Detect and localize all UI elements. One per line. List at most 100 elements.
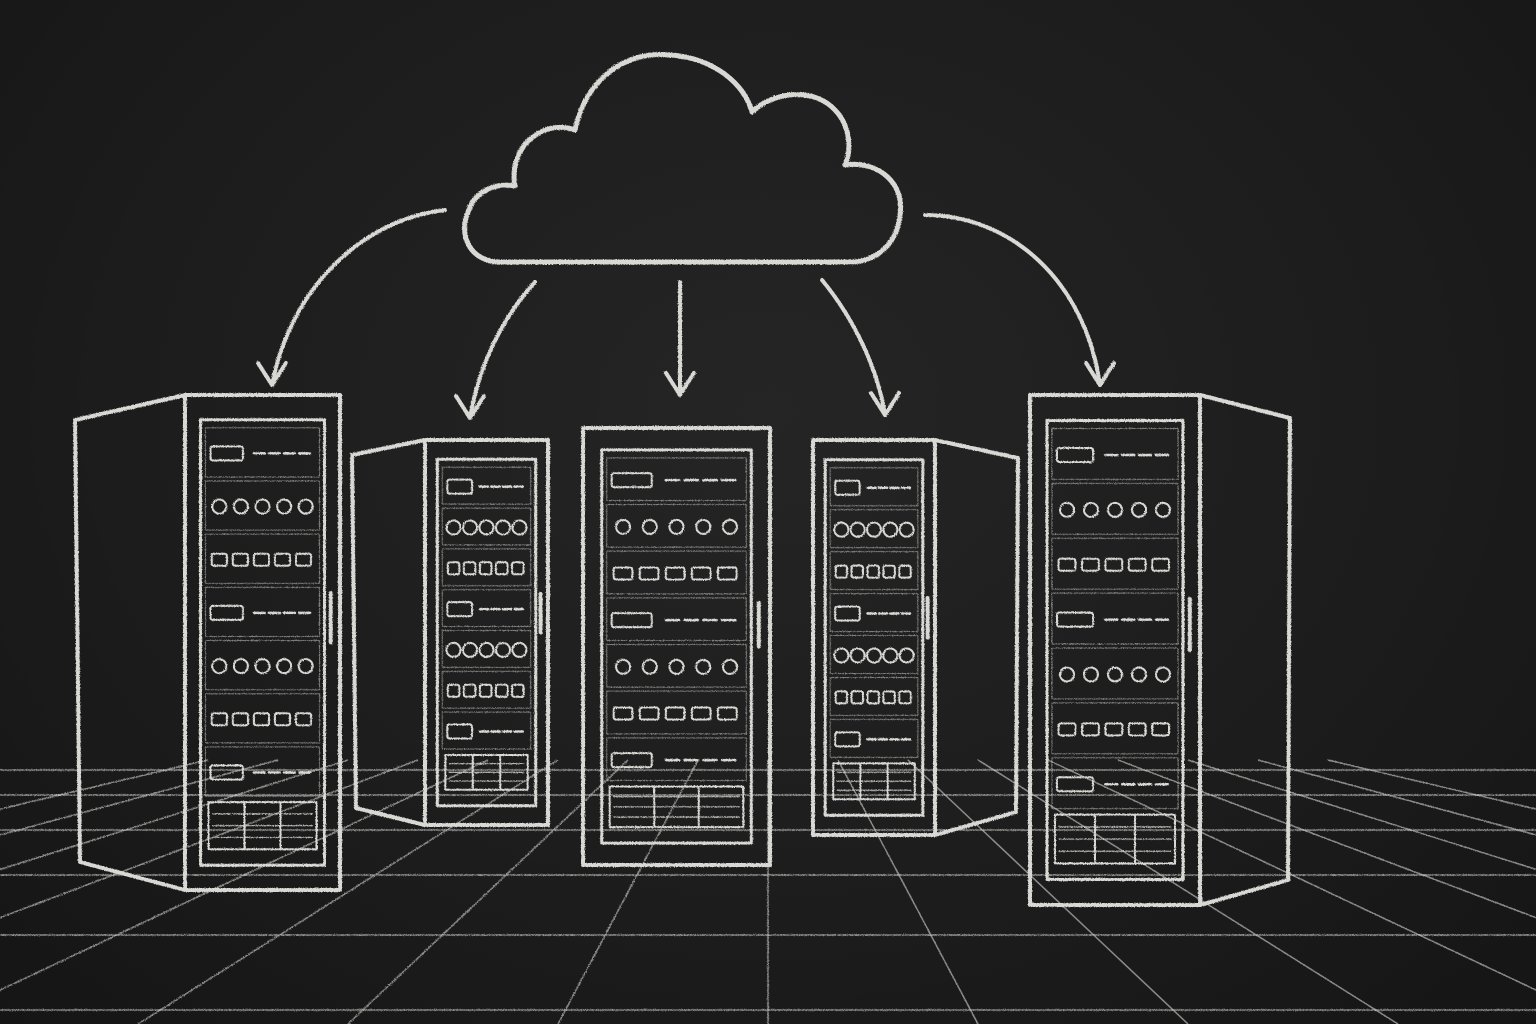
server-led xyxy=(211,498,228,515)
server-led xyxy=(866,521,882,538)
server-port xyxy=(273,552,292,567)
drive-bay xyxy=(444,753,529,791)
floor-line xyxy=(1187,759,1536,871)
server-led xyxy=(478,519,495,536)
server-port xyxy=(446,683,461,698)
drive-bay xyxy=(608,785,745,829)
server-racks xyxy=(73,393,1292,907)
server-port xyxy=(850,690,864,705)
floor-line xyxy=(1327,759,1536,810)
server-led xyxy=(462,519,479,536)
server-rack-icon xyxy=(811,438,1020,837)
server-unit xyxy=(205,693,320,744)
server-unit xyxy=(829,467,919,507)
server-led xyxy=(478,641,495,658)
rack-front xyxy=(1028,393,1202,907)
server-port xyxy=(294,712,313,727)
server-led xyxy=(1155,666,1171,683)
arrow-down-icon xyxy=(820,278,901,417)
server-port xyxy=(462,561,477,576)
server-led xyxy=(1107,501,1123,518)
server-panel xyxy=(1056,611,1094,628)
server-port xyxy=(252,552,270,567)
server-led xyxy=(462,641,479,658)
server-unit xyxy=(441,670,532,709)
server-port xyxy=(690,706,712,721)
server-unit xyxy=(829,551,919,591)
server-led xyxy=(276,658,293,675)
server-panel xyxy=(1056,776,1094,793)
floor-line xyxy=(1117,759,1536,919)
server-led xyxy=(695,518,712,535)
rack-door xyxy=(199,418,326,867)
server-unit xyxy=(1051,647,1179,700)
server-unit xyxy=(205,480,320,531)
server-port xyxy=(882,690,896,705)
server-port xyxy=(478,683,493,698)
server-port xyxy=(494,561,509,576)
server-port xyxy=(1127,557,1147,572)
rack-side xyxy=(1198,393,1292,907)
server-rack-icon xyxy=(581,426,772,867)
server-led xyxy=(211,658,228,675)
rack-door xyxy=(435,457,538,808)
server-unit xyxy=(441,548,532,587)
arrow-shaft xyxy=(270,208,447,387)
server-panel xyxy=(209,764,244,781)
server-unit xyxy=(205,533,320,584)
server-port xyxy=(231,712,249,727)
server-unit xyxy=(441,711,532,750)
floor-line xyxy=(837,759,979,1024)
server-led xyxy=(1131,666,1147,683)
server-led xyxy=(898,521,915,538)
arrow-shaft xyxy=(923,213,1102,387)
server-unit xyxy=(205,586,320,637)
server-port xyxy=(1104,557,1124,572)
server-port xyxy=(210,712,228,727)
rack-front xyxy=(183,393,342,892)
rack-front xyxy=(581,426,772,867)
server-unit xyxy=(205,746,320,797)
server-led xyxy=(668,518,685,535)
server-led xyxy=(276,498,293,515)
server-led xyxy=(615,518,632,535)
server-port xyxy=(210,552,228,567)
server-port xyxy=(231,552,249,567)
server-led xyxy=(882,521,899,538)
rack-door xyxy=(1045,419,1185,881)
rack-front xyxy=(423,438,550,827)
server-unit xyxy=(441,466,532,505)
server-unit xyxy=(829,676,919,716)
server-port xyxy=(1104,722,1124,737)
server-port xyxy=(716,566,738,581)
server-panel xyxy=(834,479,861,496)
rack-side xyxy=(350,438,427,827)
server-port xyxy=(294,552,313,567)
arrow-head xyxy=(869,391,901,417)
server-led xyxy=(494,519,511,536)
server-rack-icon xyxy=(1028,393,1292,907)
floor-line xyxy=(0,759,279,836)
arrow-shaft xyxy=(820,278,887,417)
server-port xyxy=(1081,722,1100,737)
server-unit xyxy=(1051,482,1179,535)
rack-door xyxy=(600,448,753,845)
server-rack-icon xyxy=(73,393,342,892)
server-led xyxy=(254,498,271,515)
server-panel xyxy=(834,605,861,622)
server-led xyxy=(641,658,658,675)
server-unit xyxy=(441,589,532,627)
arrow-head xyxy=(664,371,696,397)
server-unit xyxy=(441,630,532,668)
server-unit xyxy=(606,644,747,688)
server-panel xyxy=(610,472,653,489)
server-port xyxy=(638,566,660,581)
arrows xyxy=(256,208,1116,420)
server-led xyxy=(297,498,314,515)
server-port xyxy=(834,564,849,579)
server-led xyxy=(232,498,249,515)
server-led xyxy=(882,647,899,664)
server-port xyxy=(664,566,686,581)
server-port xyxy=(252,712,270,727)
server-unit xyxy=(441,507,532,546)
